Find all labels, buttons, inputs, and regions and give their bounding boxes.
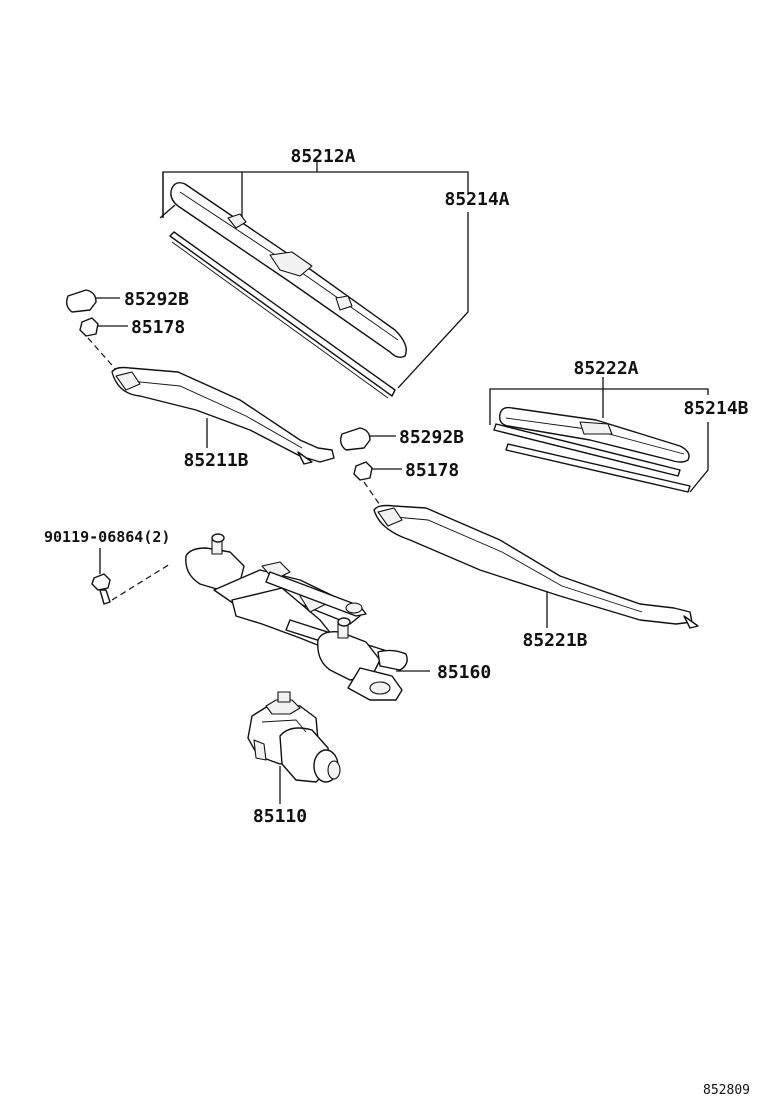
arm-cap-lower (339, 427, 396, 451)
arm-cap-upper (65, 289, 120, 313)
label-85292B-upper: 85292B (124, 289, 189, 310)
wiper-link-assembly (185, 533, 430, 701)
label-85221B: 85221B (522, 630, 587, 651)
wiper-motor (247, 691, 341, 804)
label-85110: 85110 (253, 806, 307, 827)
label-85178-upper: 85178 (131, 317, 185, 338)
label-85212A: 85212A (290, 146, 355, 167)
label-85214A: 85214A (444, 189, 509, 210)
label-85222A: 85222A (573, 358, 638, 379)
mounting-bolt (91, 548, 171, 605)
wiper-blade-passenger (489, 377, 709, 493)
label-85211B: 85211B (183, 450, 248, 471)
label-85178-lower: 85178 (405, 460, 459, 481)
label-85292B-lower: 85292B (399, 427, 464, 448)
diagram-reference-number: 852809 (703, 1083, 750, 1098)
wiper-arm-driver (111, 366, 335, 465)
arm-nut-upper (79, 317, 128, 373)
wiper-blade-driver (159, 160, 469, 399)
label-85160: 85160 (437, 662, 491, 683)
label-85214B: 85214B (683, 398, 748, 419)
label-90119-06864: 90119-06864(2) (44, 528, 170, 546)
arm-nut-lower (353, 461, 402, 509)
wiper-arm-passenger (373, 504, 699, 629)
